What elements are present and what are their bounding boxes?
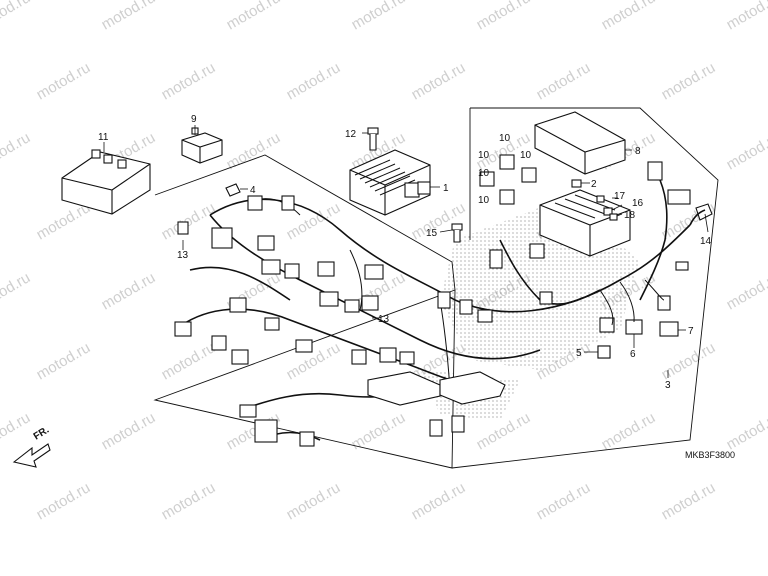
watermark-text: motod.ru (99, 409, 159, 453)
watermark-text: motod.ru (34, 479, 94, 523)
callout-2: 2 (591, 179, 597, 190)
fusebox-cover-part-8 (534, 111, 626, 175)
watermark-text: motod.ru (0, 0, 33, 33)
watermark-text: motod.ru (0, 129, 33, 173)
watermark-text: motod.ru (34, 59, 94, 103)
watermark-text: motod.ru (724, 0, 768, 33)
callout-9: 9 (191, 114, 197, 125)
watermark-text: motod.ru (284, 59, 344, 103)
front-label: FR. (32, 425, 52, 443)
watermark-text: motod.ru (349, 0, 409, 33)
callout-labels: 1 2 3 4 5 6 7 8 9 10 10 10 10 10 11 12 1… (98, 114, 712, 391)
watermark-text: motod.ru (659, 479, 719, 523)
callout-13-b: 13 (378, 314, 390, 325)
group-frame-right (451, 107, 719, 469)
callout-1: 1 (443, 183, 449, 194)
callout-17: 17 (614, 191, 626, 202)
watermark-text: motod.ru (284, 339, 344, 383)
watermark-text: motod.ru (159, 199, 219, 243)
watermark-text: motod.ru (659, 59, 719, 103)
fuses-part-16-17-18 (596, 195, 618, 221)
callout-12: 12 (345, 129, 357, 140)
watermark-text: motod.ru (599, 0, 659, 33)
watermark-text: motod.ru (534, 59, 594, 103)
callout-10-c: 10 (520, 150, 532, 161)
watermark-text: motod.ru (159, 479, 219, 523)
module-part-11 (61, 149, 151, 215)
relay-part-9 (181, 127, 223, 164)
watermark-text: motod.ru (99, 269, 159, 313)
callout-13-a: 13 (177, 250, 189, 261)
clip-part-4 (225, 183, 241, 197)
watermark-text: motod.ru (0, 409, 33, 453)
leader-lines (103, 125, 709, 378)
bolt-part-12 (367, 127, 379, 151)
watermark-text: motod.ru (224, 0, 284, 33)
watermark-text: motod.ru (99, 0, 159, 33)
regulator-part-1 (349, 149, 431, 216)
callout-5: 5 (576, 348, 582, 359)
watermark-text: motod.ru (409, 479, 469, 523)
bolt-part-15 (451, 223, 463, 243)
watermark-text: motod.ru (159, 59, 219, 103)
callout-10-b: 10 (478, 150, 490, 161)
connector-part-14 (695, 203, 713, 221)
watermark-text: motod.ru (0, 269, 33, 313)
watermark-text: motod.ru (159, 339, 219, 383)
front-arrow-icon (12, 443, 51, 468)
callout-11: 11 (98, 132, 109, 143)
connector-part-13 (177, 221, 189, 235)
callout-18: 18 (624, 210, 636, 221)
callout-8: 8 (635, 146, 641, 157)
callout-10-d: 10 (478, 168, 490, 179)
callout-10-a: 10 (499, 133, 511, 144)
callout-14: 14 (700, 236, 712, 247)
callout-16: 16 (632, 198, 644, 209)
callout-4: 4 (250, 185, 256, 196)
connector-part-5 (597, 345, 611, 359)
diagram-code: MKB3F3800 (685, 450, 735, 460)
watermark-text: motod.ru (724, 409, 768, 453)
watermark-text: motod.ru (284, 479, 344, 523)
watermark-text: motod.ru (34, 339, 94, 383)
callout-15: 15 (426, 228, 438, 239)
watermark-text: motod.ru (724, 269, 768, 313)
callout-3: 3 (665, 380, 671, 391)
relays-part-10 (479, 154, 537, 205)
watermark-text: motod.ru (474, 0, 534, 33)
callout-7: 7 (688, 326, 694, 337)
watermark-text: motod.ru (409, 59, 469, 103)
fuse-part-2 (571, 179, 582, 188)
callout-10-e: 10 (478, 195, 490, 206)
watermark-text: motod.ru (534, 479, 594, 523)
callout-6: 6 (630, 349, 636, 360)
right-connectors (597, 161, 691, 359)
harness-connectors (174, 195, 553, 447)
watermark-text: motod.ru (724, 129, 768, 173)
watermark-text: motod.ru (659, 339, 719, 383)
